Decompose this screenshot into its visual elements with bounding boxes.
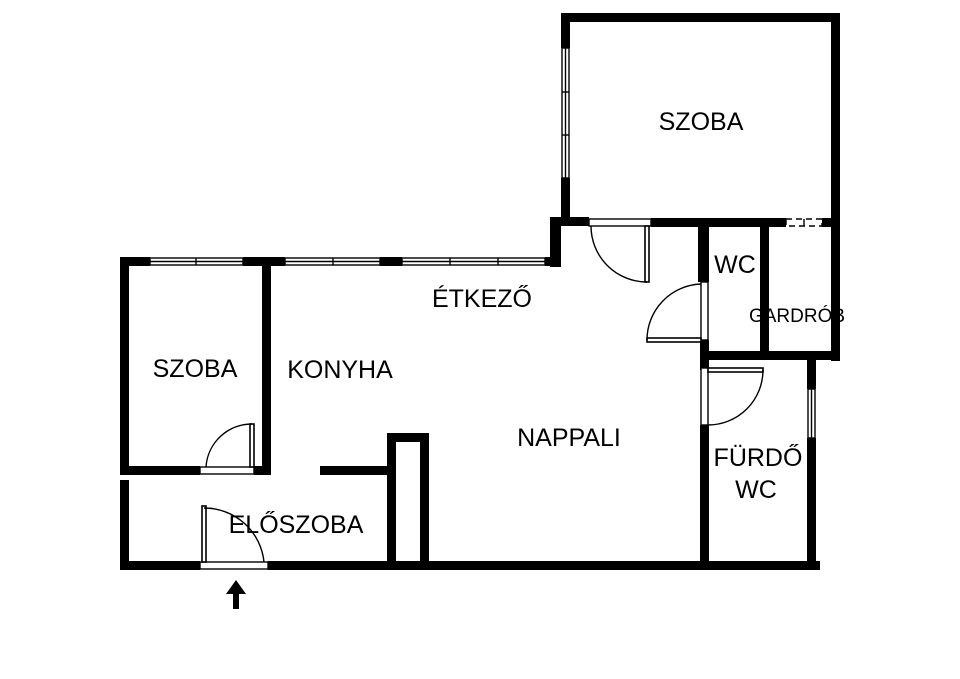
wall-kitchen-partition [320,466,390,475]
room-label-gardrob: GARDRÓB [749,305,845,327]
wall-bath-right-lower [807,438,816,570]
wall-big-room-bottom-left [561,217,589,226]
window-top-dining [401,257,546,266]
room-label-eloszoba: ELŐSZOBA [229,510,364,539]
wall-big-room-left-lower [561,178,570,226]
room-labels: SZOBA SZOBA KONYHA ÉTKEZŐ NAPPALI WC GAR… [153,108,845,539]
wall-pillar-top [387,433,429,442]
wall-bottom-left [120,561,200,570]
door-small-room [199,423,255,475]
room-label-wc: WC [714,251,756,279]
wall-big-room-right [831,13,840,361]
wall-left-upper [120,257,129,475]
window-big-room-left [561,47,570,179]
wall-pillar-right [420,433,429,570]
room-label-szoba-small: SZOBA [153,355,238,383]
wall-left-lower [120,480,129,570]
opening-gardrob [785,218,823,227]
room-label-konyha: KONYHA [287,356,393,384]
wall-small-room-bottom-right [254,466,271,475]
wall-bottom-main [268,561,820,570]
room-label-furdo: FÜRDŐ [714,443,803,472]
room-label-etkezo: ÉTKEZŐ [432,284,532,313]
wall-top-left-corner [120,257,150,266]
arrow-up-icon [226,580,246,609]
wall-big-room-left-upper [561,13,570,48]
wall-top-right-end [545,257,561,266]
wall-notch-vertical [550,217,561,267]
wall-top-pier-2 [380,257,402,266]
wall-bath-right-upper [807,351,816,389]
windows [149,47,823,439]
wall-small-room-right [262,257,271,475]
window-top-kitchen [284,257,381,266]
room-label-szoba-big: SZOBA [659,108,744,136]
door-bathroom [700,367,764,426]
wall-big-room-bottom-right [822,218,840,227]
doors [199,218,764,570]
wall-wc-right [760,218,769,360]
room-label-furdo-wc: WC [735,476,777,504]
window-bathroom-right [807,388,816,439]
wall-big-room-bottom-mid [651,218,786,227]
room-label-nappali: NAPPALI [517,424,621,452]
wall-wc-left-upper [698,218,709,282]
wall-bath-left [700,425,709,570]
door-wc [646,281,709,343]
wall-wc-bottom [700,351,840,360]
wall-pillar-left [387,433,396,570]
door-big-room [588,218,652,283]
wall-small-room-bottom-left [120,466,200,475]
door-entrance [199,505,269,570]
walls [120,13,840,570]
wall-big-room-top [561,13,840,22]
window-top-small-room [149,257,244,266]
